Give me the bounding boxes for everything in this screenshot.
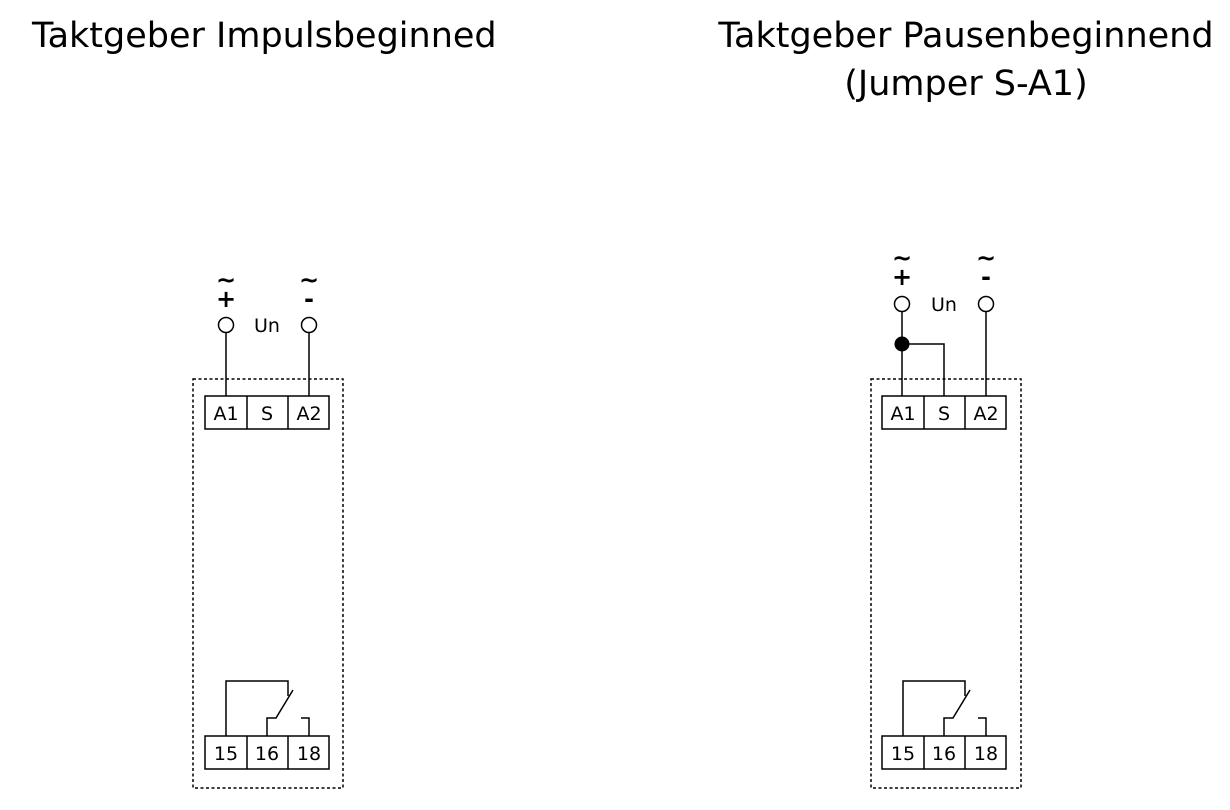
left-terminal-plus-circle	[217, 316, 235, 334]
left-bottom-terminal-block: 15 16 18	[204, 735, 330, 770]
right-terminal-plus-circle	[893, 295, 911, 313]
left-diagram: Taktgeber Impulsbeginned ~ + ~ - Un A1 S…	[31, 16, 497, 789]
right-bottom-terminal-block: 15 16 18	[881, 735, 1007, 770]
right-device-housing	[870, 378, 1022, 789]
left-relay-contact	[225, 680, 310, 736]
right-junction-dot	[894, 336, 910, 352]
right-terminal-a1: A1	[890, 403, 915, 425]
left-terminal-s: S	[261, 403, 273, 425]
left-plus-tilde: ~	[216, 266, 236, 294]
left-terminal-a2: A2	[296, 403, 321, 425]
right-terminal-minus-circle	[977, 295, 995, 313]
right-terminal-s: S	[938, 403, 950, 425]
right-minus-sign: -	[981, 263, 991, 291]
left-minus-sign: -	[304, 285, 314, 313]
left-terminal-15: 15	[214, 743, 238, 765]
left-terminal-18: 18	[297, 743, 321, 765]
right-jumper-s-a1	[902, 343, 945, 396]
right-minus-tilde: ~	[976, 244, 996, 272]
right-plus-sign: +	[892, 263, 912, 291]
left-minus-tilde: ~	[299, 266, 319, 294]
left-top-terminal-block: A1 S A2	[204, 395, 330, 430]
left-terminal-a1: A1	[213, 403, 238, 425]
left-terminal-16: 16	[255, 743, 279, 765]
right-terminal-15: 15	[891, 743, 915, 765]
right-diagram: Taktgeber Pausenbeginnend (Jumper S-A1) …	[717, 16, 1214, 789]
right-title-line2: (Jumper S-A1)	[844, 64, 1087, 104]
left-title: Taktgeber Impulsbeginned	[31, 16, 497, 56]
right-relay-contact	[902, 680, 987, 736]
right-top-terminal-block: A1 S A2	[881, 395, 1007, 430]
right-plus-tilde: ~	[892, 244, 912, 272]
right-title-line1: Taktgeber Pausenbeginnend	[717, 16, 1213, 56]
right-terminal-16: 16	[932, 743, 956, 765]
right-terminal-18: 18	[974, 743, 998, 765]
left-device-housing	[192, 378, 344, 789]
left-terminal-minus-circle	[300, 316, 318, 334]
left-plus-sign: +	[216, 285, 236, 313]
right-supply-label: Un	[931, 294, 957, 316]
right-terminal-a2: A2	[973, 403, 998, 425]
left-supply-label: Un	[254, 315, 280, 337]
